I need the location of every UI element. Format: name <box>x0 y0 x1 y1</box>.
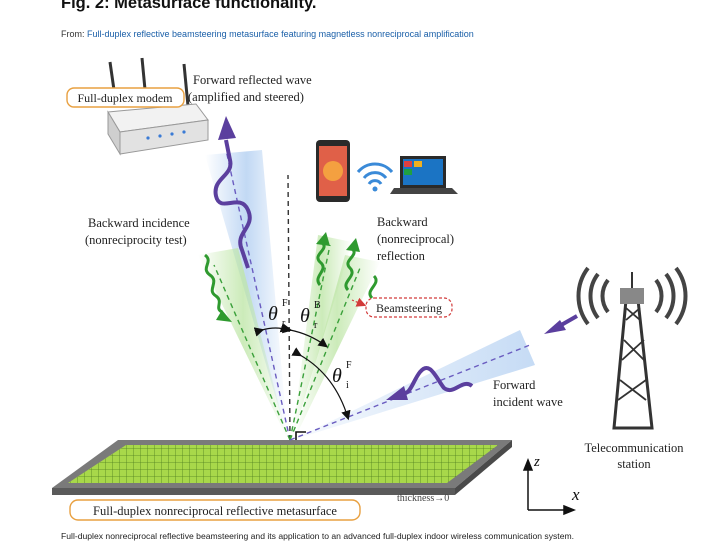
theta-i-forward-symbol: θ <box>332 365 342 387</box>
wifi-icon <box>356 162 394 192</box>
metasurface-label: Full-duplex nonreciprocal reflective met… <box>69 499 361 521</box>
telecom-label-line2: station <box>617 457 651 471</box>
axis-x-label: x <box>571 485 580 504</box>
source-line: From: Full-duplex reflective beamsteerin… <box>61 29 474 39</box>
theta-i-forward-sup: F <box>346 360 352 371</box>
backward-reflection-label-line1: Backward <box>377 215 428 229</box>
theta-r-forward-sup: F <box>282 298 288 309</box>
telecom-label-line1: Telecommunication <box>584 441 684 455</box>
theta-r-backward-label: θ B r <box>300 300 321 331</box>
telecom-tower-icon <box>576 266 688 430</box>
backward-incidence-wave <box>203 253 232 322</box>
forward-incident-label-line1: Forward <box>493 378 536 392</box>
figure-caption: Full-duplex nonreciprocal reflective bea… <box>61 531 575 541</box>
modem-label: Full-duplex modem <box>66 87 185 108</box>
laptop-icon <box>390 156 458 194</box>
metasurface-label-text: Full-duplex nonreciprocal reflective met… <box>93 504 337 518</box>
theta-r-forward-symbol: θ <box>268 303 278 325</box>
theta-r-forward-label: θ F r <box>268 298 288 329</box>
theta-r-backward-symbol: θ <box>300 305 310 327</box>
smartphone-icon <box>316 140 350 202</box>
figure-title: Fig. 2: Metasurface functionality. <box>61 0 317 12</box>
forward-incident-wave <box>386 314 578 400</box>
axis-z-label: z <box>533 454 540 470</box>
beamsteering-label-text: Beamsteering <box>376 301 442 315</box>
theta-r-backward-sub: r <box>314 320 318 331</box>
theta-i-forward-sub: i <box>346 380 349 391</box>
theta-r-forward-sub: r <box>282 318 286 329</box>
angle-arcs <box>253 323 351 421</box>
forward-reflected-label-line2: (amplified and steered) <box>188 90 304 104</box>
forward-reflected-wave <box>213 116 252 269</box>
theta-i-forward-label: θ F i <box>332 360 352 391</box>
backward-incidence-label-line1: Backward incidence <box>88 216 190 230</box>
forward-reflected-label-line1: Forward reflected wave <box>193 73 312 87</box>
metasurface-slab <box>52 440 512 495</box>
from-prefix: From: <box>61 29 85 39</box>
backward-reflection-waves <box>316 232 378 300</box>
modem-icon <box>107 57 209 156</box>
forward-incident-label-line2: incident wave <box>493 395 563 409</box>
source-article-link[interactable]: Full-duplex reflective beamsteering meta… <box>87 29 474 39</box>
beamsteering-label: Beamsteering <box>351 297 453 318</box>
coordinate-axes <box>522 457 577 516</box>
backward-incidence-label-line2: (nonreciprocity test) <box>85 233 187 247</box>
modem-label-text: Full-duplex modem <box>78 91 174 105</box>
backward-reflection-label-line3: reflection <box>377 249 426 263</box>
thickness-label: thickness→0 <box>397 493 449 504</box>
theta-r-backward-sup: B <box>314 300 321 311</box>
backward-reflection-label-line2: (nonreciprocal) <box>377 232 454 246</box>
